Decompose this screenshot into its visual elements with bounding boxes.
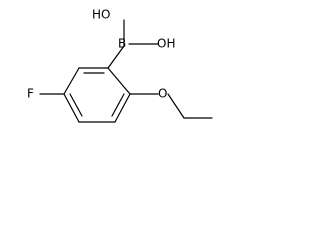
ring-bond-4 — [63, 93, 80, 123]
ring-bond-5 — [63, 67, 80, 95]
fluorine-label: F — [27, 87, 34, 101]
boron-label: B — [118, 37, 126, 51]
ring-double-bond-left — [69, 93, 83, 117]
o-ch2-bond — [167, 93, 185, 119]
ring-double-bond-right — [111, 93, 125, 117]
ring-bond-2 — [114, 93, 131, 123]
ring-bond-1 — [107, 67, 131, 95]
chemical-structure-diagram: HO OH B F O — [27, 8, 213, 123]
hydroxyl-left-label: HO — [92, 8, 110, 22]
c-b-bond — [107, 45, 125, 69]
hydroxyl-right-label: OH — [157, 37, 175, 51]
ether-oxygen-label: O — [158, 87, 167, 101]
